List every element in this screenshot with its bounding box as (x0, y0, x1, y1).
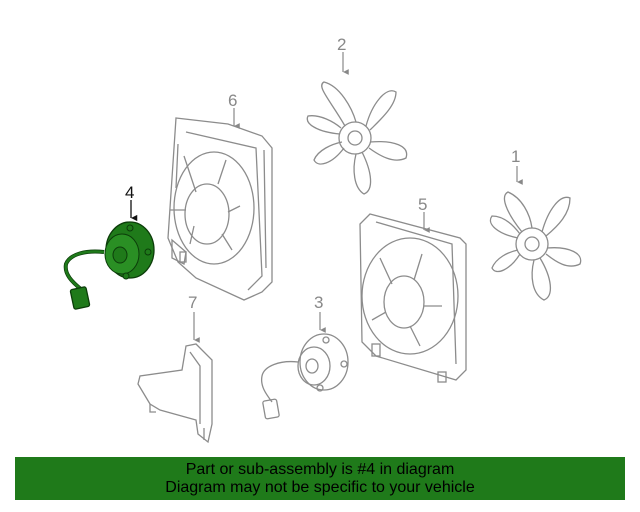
callout-5: 5 (418, 195, 427, 214)
part-7-bracket[interactable] (137, 343, 213, 444)
callout-2: 2 (337, 35, 346, 54)
part-4-fan-motor[interactable] (63, 221, 155, 310)
callout-4: 4 (125, 183, 134, 202)
part-info-banner: Part or sub-assembly is #4 in diagram Di… (15, 457, 625, 500)
banner-line-disclaimer: Diagram may not be specific to your vehi… (165, 479, 475, 496)
part-3-fan-motor[interactable] (260, 333, 349, 420)
part-6-fan-shroud[interactable] (167, 117, 273, 301)
exploded-parts-diagram: 6 2 1 (63, 35, 582, 444)
part-2-fan-blade[interactable] (306, 81, 408, 195)
callout-7: 7 (188, 293, 197, 312)
part-1-fan-blade[interactable] (489, 191, 582, 301)
callout-3: 3 (314, 293, 323, 312)
callout-1: 1 (511, 147, 520, 166)
part-5-fan-shroud[interactable] (359, 213, 467, 383)
callout-6: 6 (228, 91, 237, 110)
banner-line-part: Part or sub-assembly is #4 in diagram (185, 461, 455, 478)
